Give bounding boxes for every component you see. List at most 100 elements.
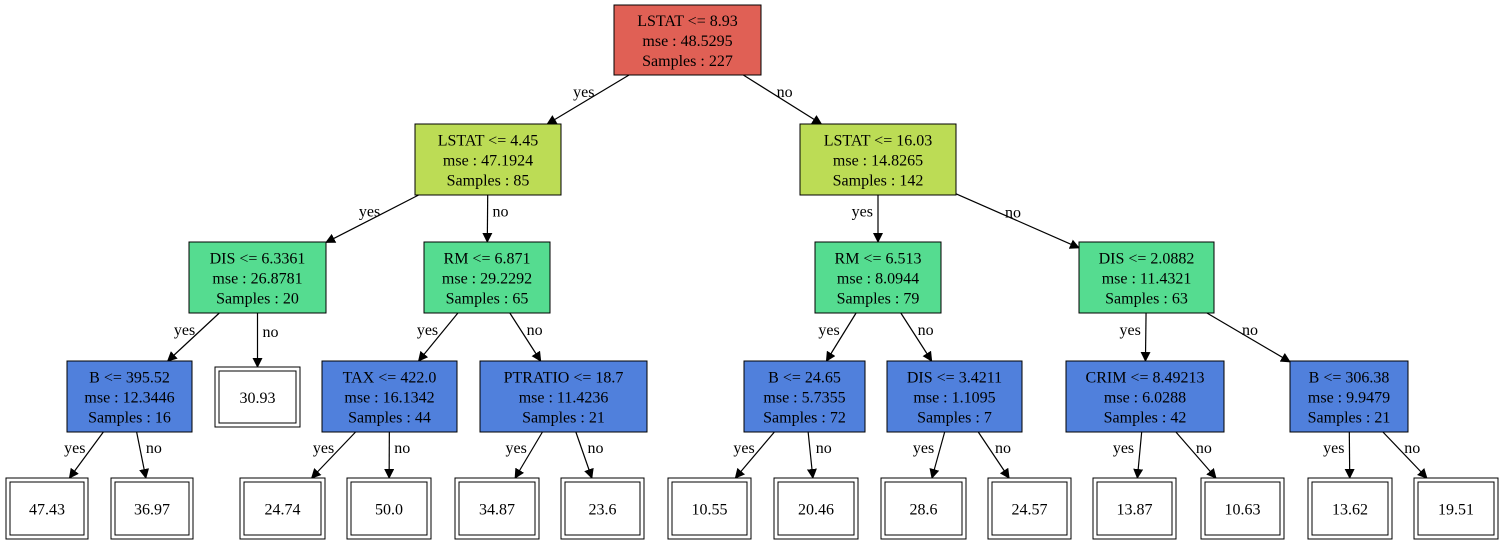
leaf-inner-border xyxy=(1096,481,1173,536)
tree-leaf-l8: 20.46 xyxy=(773,477,859,540)
edge-label-yes: yes xyxy=(64,440,85,457)
edge-label-yes: yes xyxy=(417,322,438,339)
leaf-value: 10.63 xyxy=(1225,502,1261,519)
node-box xyxy=(188,241,327,314)
tree-leaf-l11: 13.87 xyxy=(1092,477,1177,540)
leaf-value: 20.46 xyxy=(798,502,834,519)
node-mse: mse : 11.4236 xyxy=(519,390,609,407)
edge-n5-n11 xyxy=(900,312,933,362)
edge-label-no: no xyxy=(995,440,1011,457)
edge-label-yes: yes xyxy=(1323,440,1344,457)
edge-n4-n9 xyxy=(509,312,542,362)
edge-label-yes: yes xyxy=(733,440,754,457)
node-mse: mse : 12.3446 xyxy=(84,390,174,407)
leaf-inner-border xyxy=(991,481,1068,536)
edge-n8-l3 xyxy=(310,431,357,479)
leaf-value: 47.43 xyxy=(29,502,65,519)
node-mse: mse : 48.5295 xyxy=(642,33,732,50)
node-box xyxy=(479,360,648,433)
leaf-value: 24.57 xyxy=(1012,502,1048,519)
node-split-condition: PTRATIO <= 18.7 xyxy=(504,370,624,387)
leaf-value: 19.51 xyxy=(1438,502,1474,519)
edge-n12-l11 xyxy=(1133,431,1144,479)
edge-label-yes: yes xyxy=(818,322,839,339)
edge-label-no: no xyxy=(493,203,509,220)
tree-leaf-l9: 28.6 xyxy=(880,477,967,540)
tree-leaf-l12: 10.63 xyxy=(1200,477,1285,540)
node-box xyxy=(66,360,193,433)
node-split-condition: RM <= 6.513 xyxy=(835,251,922,268)
leaf-inner-border xyxy=(1204,481,1281,536)
leaf-inner-border xyxy=(671,481,748,536)
tree-leaf-l7: 10.55 xyxy=(667,477,752,540)
node-split-condition: LSTAT <= 8.93 xyxy=(637,13,737,30)
edge-n2-n6 xyxy=(955,193,1080,249)
node-samples: Samples : 21 xyxy=(522,410,605,427)
edge-n13-l14 xyxy=(1382,431,1428,479)
edge-label-no: no xyxy=(777,84,793,101)
node-samples: Samples : 21 xyxy=(1308,410,1391,427)
node-split-condition: LSTAT <= 4.45 xyxy=(438,133,538,150)
node-samples: Samples : 16 xyxy=(88,410,171,427)
node-samples: Samples : 20 xyxy=(216,291,299,308)
node-mse: mse : 6.0288 xyxy=(1104,390,1186,407)
edge-label-yes: yes xyxy=(913,440,934,457)
node-box xyxy=(814,241,942,314)
leaf-value: 36.97 xyxy=(134,502,170,519)
edge-label-yes: yes xyxy=(1120,322,1141,339)
node-mse: mse : 47.1924 xyxy=(443,153,533,170)
leaf-inner-border xyxy=(1417,481,1495,536)
node-samples: Samples : 142 xyxy=(833,173,924,190)
node-box xyxy=(423,241,551,314)
leaf-inner-border xyxy=(218,370,297,424)
edge-label-no: no xyxy=(918,322,934,339)
node-mse: mse : 5.7355 xyxy=(763,390,845,407)
leaf-inner-border xyxy=(114,481,190,536)
leaf-value: 23.6 xyxy=(589,502,617,519)
leaf-value: 24.74 xyxy=(265,502,301,519)
edge-label-yes: yes xyxy=(852,203,873,220)
node-samples: Samples : 42 xyxy=(1104,410,1187,427)
node-split-condition: B <= 24.65 xyxy=(768,370,841,387)
leaf-value: 28.6 xyxy=(910,502,938,519)
node-mse: mse : 1.1095 xyxy=(913,390,995,407)
leaf-value: 13.62 xyxy=(1332,502,1368,519)
leaf-inner-border xyxy=(564,481,641,536)
leaf-inner-border xyxy=(9,481,85,536)
edge-n1-n3 xyxy=(325,194,419,243)
leaf-inner-border xyxy=(884,481,963,536)
tree-leaf-l2: 36.97 xyxy=(110,477,194,540)
edge-n0-n1 xyxy=(546,74,630,125)
leaf-inner-border xyxy=(777,481,855,536)
edge-label-no: no xyxy=(1005,205,1021,222)
node-box xyxy=(886,360,1023,433)
node-samples: Samples : 72 xyxy=(763,410,846,427)
edge-label-yes: yes xyxy=(1113,440,1134,457)
tree-leaf-l4: 50.0 xyxy=(346,477,432,540)
leaf-inner-border xyxy=(243,481,322,536)
node-samples: Samples : 227 xyxy=(642,53,733,70)
edge-label-yes: yes xyxy=(174,322,195,339)
tree-leaf-l0: 30.93 xyxy=(214,366,301,428)
edge-label-no: no xyxy=(1196,440,1212,457)
node-split-condition: LSTAT <= 16.03 xyxy=(824,133,932,150)
leaf-inner-border xyxy=(458,481,536,536)
node-mse: mse : 8.0944 xyxy=(837,271,919,288)
edge-n10-l7 xyxy=(734,431,775,479)
leaf-value: 13.87 xyxy=(1117,502,1153,519)
node-mse: mse : 26.8781 xyxy=(212,271,302,288)
edge-n7-l2 xyxy=(136,431,150,479)
edge-n9-l5 xyxy=(514,431,543,479)
node-split-condition: DIS <= 2.0882 xyxy=(1099,251,1195,268)
